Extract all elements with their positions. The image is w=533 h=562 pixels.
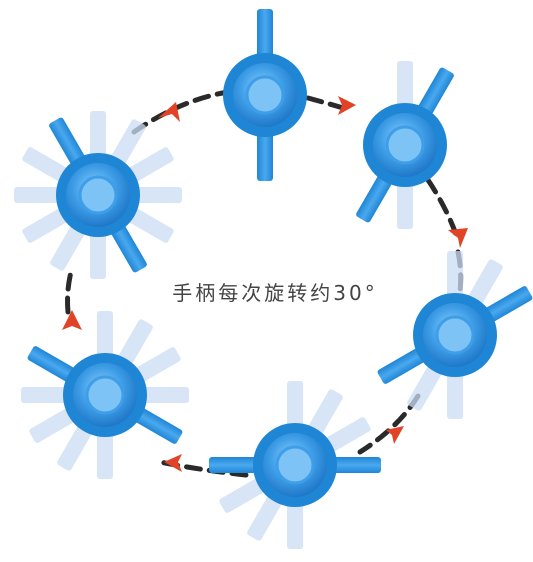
arrow-icon [386, 426, 404, 444]
hub-cap [245, 75, 285, 115]
path-segment-6-1-b [131, 89, 231, 135]
path-segment-1-2 [305, 95, 353, 113]
handle-position-6 [14, 111, 182, 279]
handle-position-3 [377, 251, 533, 419]
handle-position-5 [21, 311, 189, 479]
handle-position-4 [209, 381, 381, 549]
arrow-icon [338, 96, 356, 115]
path-segment-6-1-a [65, 265, 75, 315]
handle-position-1 [223, 9, 307, 181]
arrow-icon [62, 310, 82, 330]
hub-cap [385, 125, 425, 165]
arrow-icon [448, 228, 468, 248]
hub-cap [275, 445, 315, 485]
arrow-icon [164, 454, 182, 472]
handle-position-2 [356, 61, 454, 229]
rotation-caption: 手柄每次旋转约30° [172, 281, 378, 305]
hub-cap [78, 175, 118, 215]
hub-cap [85, 375, 125, 415]
arrow-icon [158, 102, 180, 122]
hub-cap [435, 315, 475, 355]
direction-arrows [62, 96, 468, 472]
handle-positions [14, 9, 533, 549]
